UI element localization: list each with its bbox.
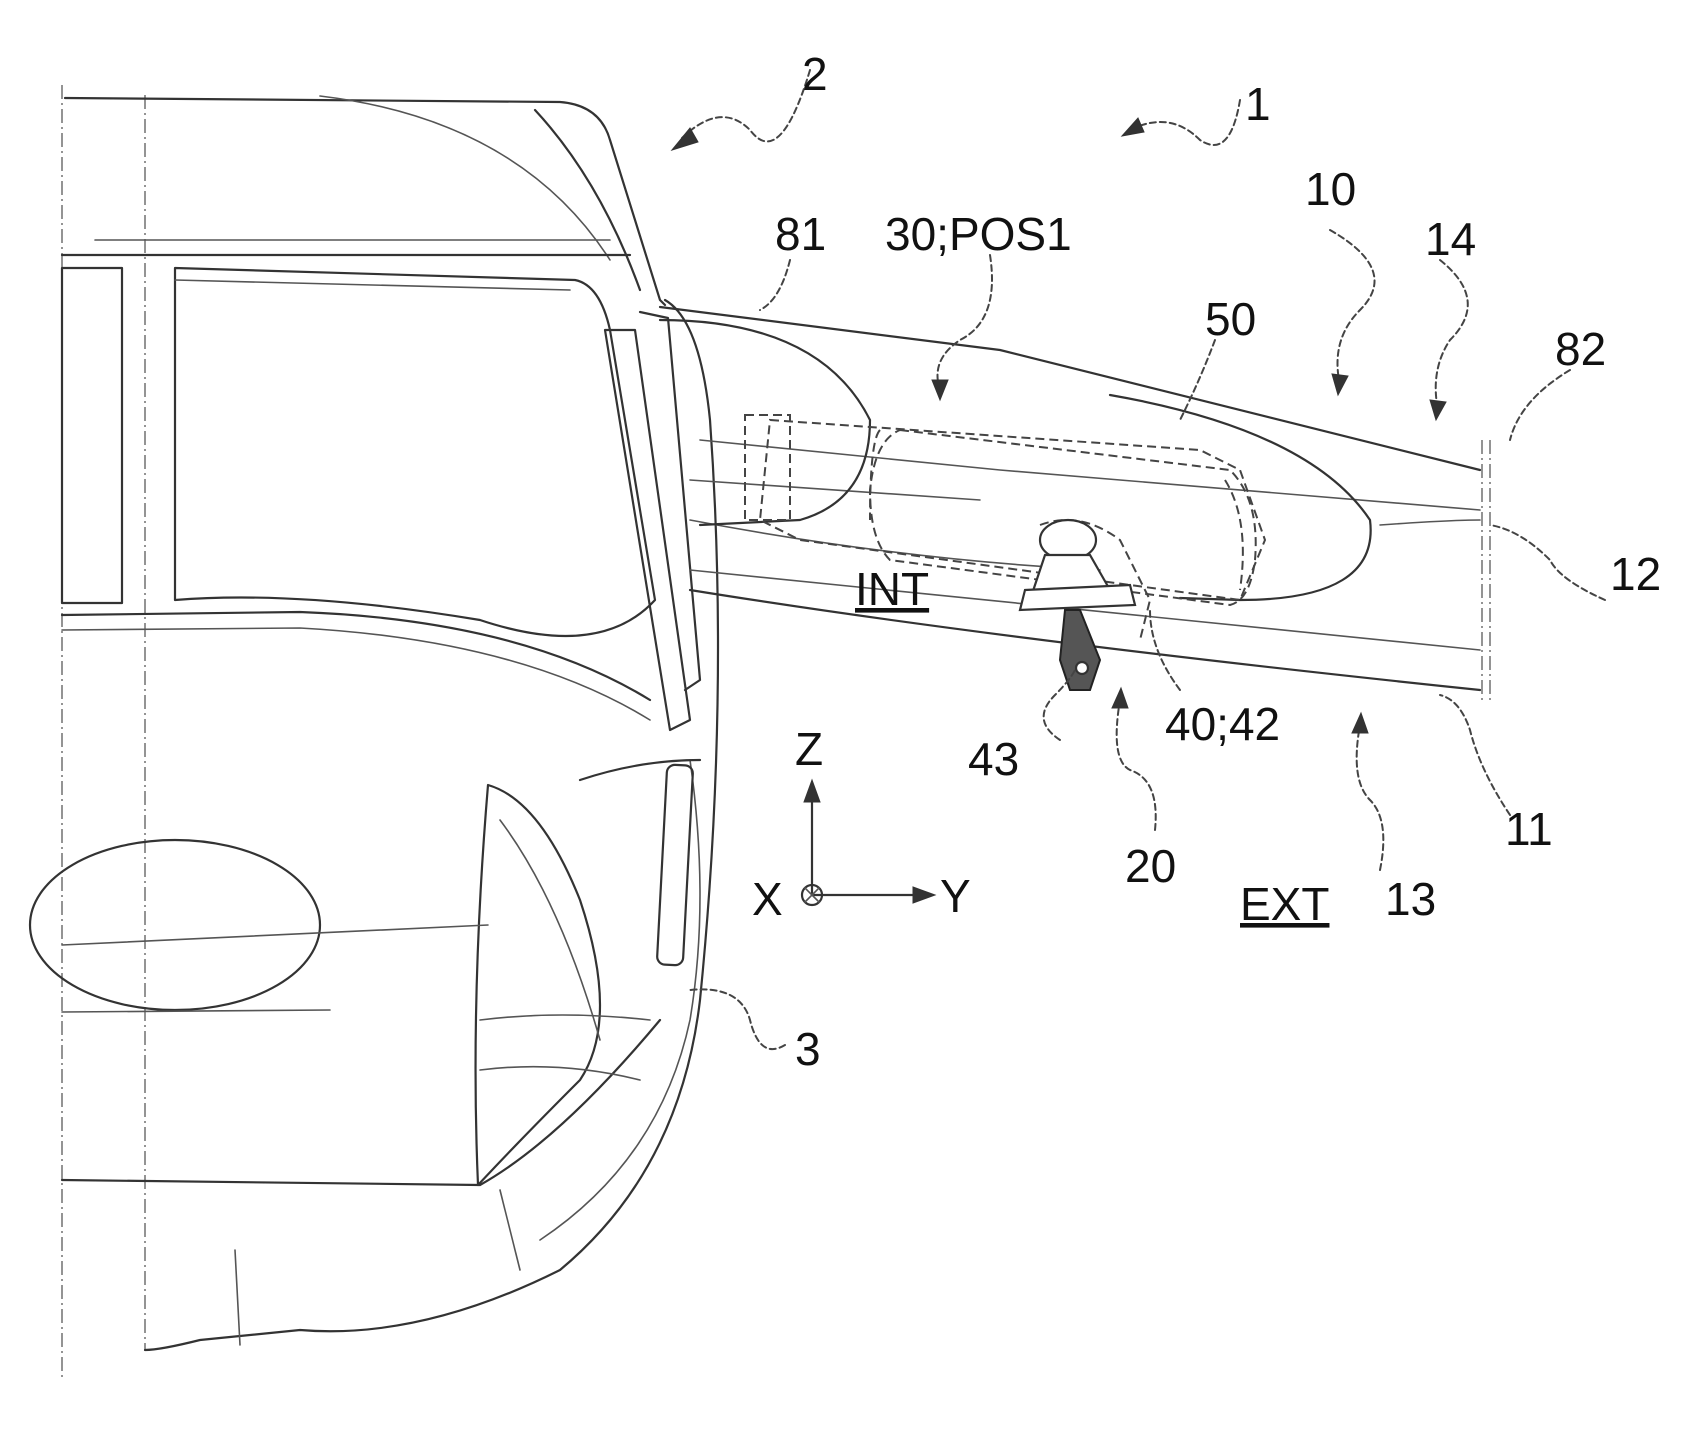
y-arrow-icon	[913, 887, 935, 903]
label-82: 82	[1555, 323, 1606, 375]
label-14: 14	[1425, 213, 1476, 265]
axis-label-z: Z	[795, 723, 823, 775]
label-1: 1	[1245, 78, 1271, 130]
label-int: INT	[855, 563, 929, 615]
label-43: 43	[968, 733, 1019, 785]
label-10: 10	[1305, 163, 1356, 215]
label-30-pos1: 30;POS1	[885, 208, 1072, 260]
mechanism-40	[1020, 520, 1150, 690]
label-ext: EXT	[1240, 878, 1329, 930]
label-81: 81	[775, 208, 826, 260]
reference-labels: 2 1 10 14 81 30;POS1 50 82 12 INT 43 40;…	[752, 48, 1661, 1075]
label-2: 2	[802, 48, 828, 100]
label-3: 3	[795, 1023, 821, 1075]
label-40-42: 40;42	[1165, 698, 1280, 750]
axis-label-y: Y	[940, 870, 971, 922]
label-12: 12	[1610, 548, 1661, 600]
label-11: 11	[1505, 803, 1553, 855]
z-arrow-icon	[804, 780, 820, 802]
label-50: 50	[1205, 293, 1256, 345]
label-13: 13	[1385, 873, 1436, 925]
axis-label-x: X	[752, 873, 783, 925]
axes-indicator	[802, 780, 935, 905]
label-20: 20	[1125, 840, 1176, 892]
vehicle-body	[30, 85, 718, 1380]
